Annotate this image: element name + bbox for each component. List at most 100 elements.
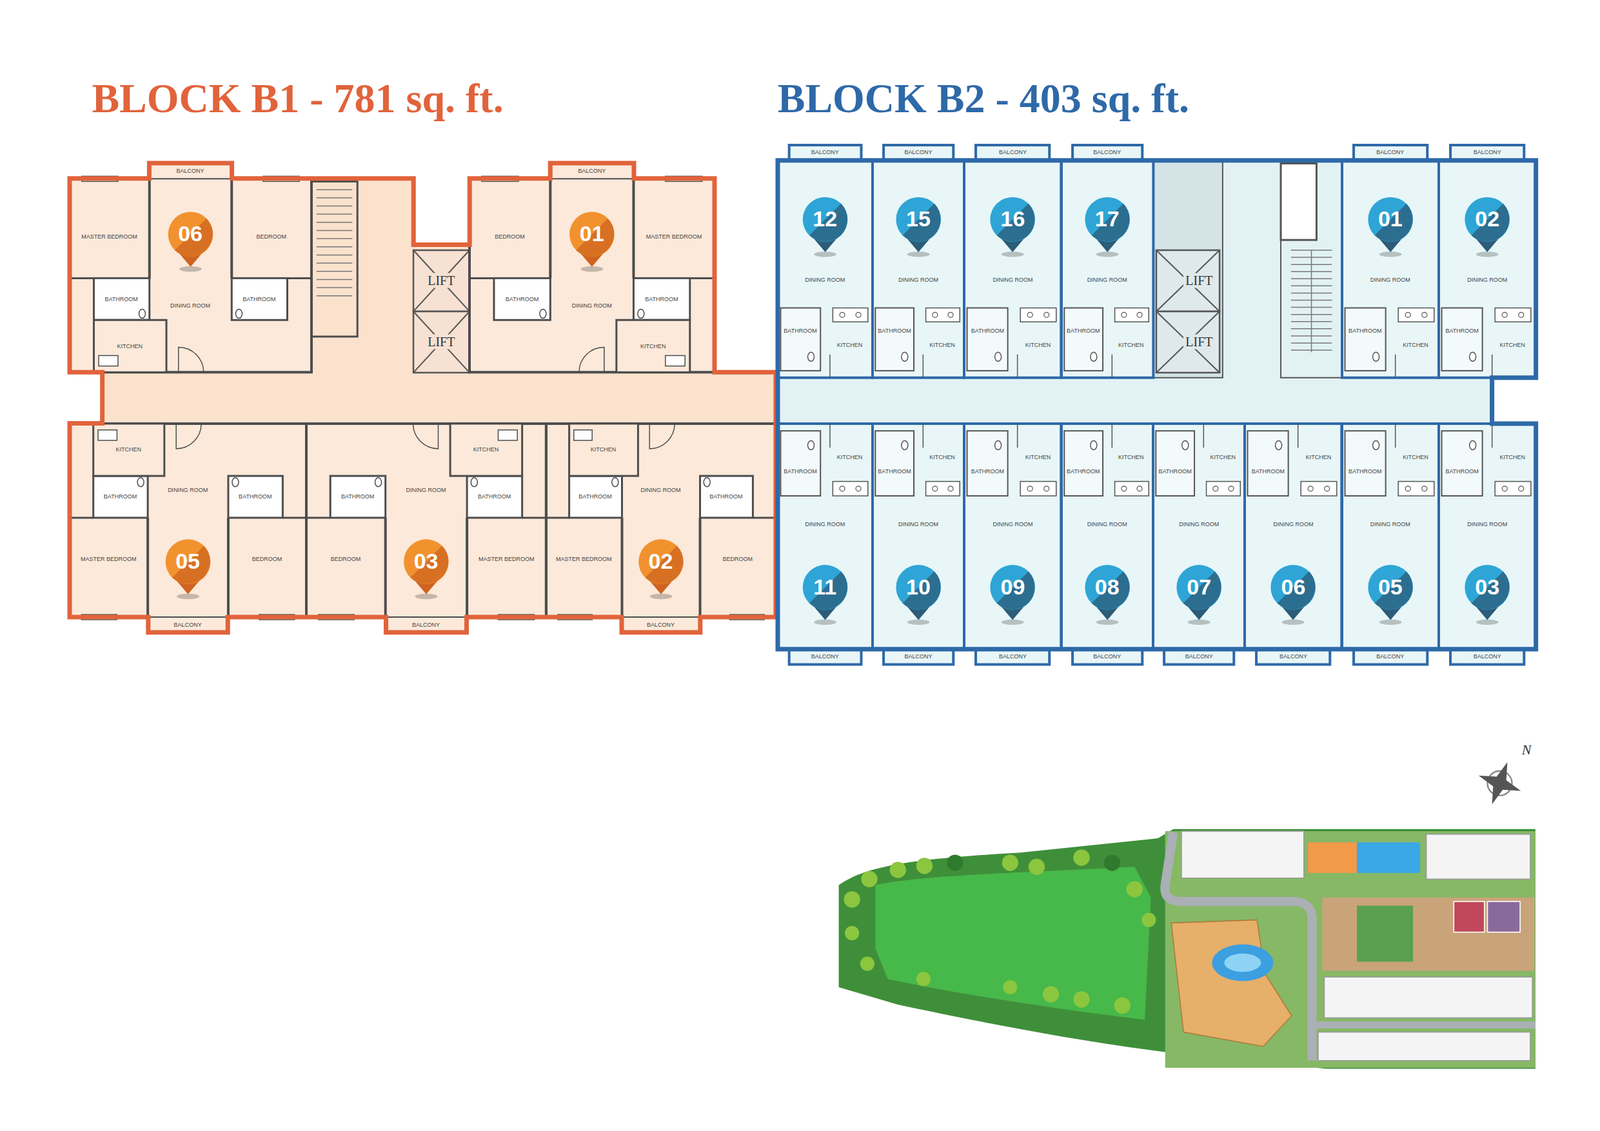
tree: [1002, 980, 1018, 995]
tree: [916, 857, 933, 874]
location-pin: [1271, 564, 1317, 625]
building: [1318, 1032, 1531, 1061]
bathroom-wall: [1247, 430, 1289, 496]
tree: [844, 891, 861, 908]
location-pin: [1367, 564, 1413, 625]
room-label: DINING ROOM: [641, 486, 682, 494]
apartment-unit: 09BALCONYDINING ROOMKITCHENBATHROOM: [964, 423, 1061, 665]
interior-wall: [469, 277, 494, 280]
location-pin: [1464, 196, 1510, 257]
toilet: [374, 477, 382, 487]
road: [1311, 1021, 1535, 1029]
apartment-unit: 03BALCONYDINING ROOMKITCHENBATHROOM: [1438, 423, 1536, 665]
interior-wall: [690, 277, 715, 280]
kitchen-sink: [573, 429, 592, 440]
pin-shade: [1091, 203, 1130, 242]
bathroom-wall: [1155, 430, 1195, 496]
toilet: [470, 477, 478, 487]
stair-tread: [316, 189, 353, 191]
interior-wall: [465, 517, 469, 618]
interior-wall: [632, 178, 635, 278]
stair-tread: [316, 221, 353, 224]
room-label: BATHROOM: [1251, 468, 1285, 475]
pin-head: [638, 539, 684, 585]
room-label: DINING ROOM: [898, 276, 939, 284]
room-label: KITCHEN: [1118, 454, 1145, 461]
interior-wall: [546, 516, 570, 519]
location-pin: [895, 196, 941, 257]
pin-shadow: [1378, 251, 1402, 257]
pin-head: [403, 539, 449, 585]
toilet: [901, 352, 909, 362]
block-b1-marker: [1307, 842, 1357, 873]
unit-outline: [1153, 423, 1245, 665]
toilet: [1089, 440, 1097, 450]
sports-court: [1453, 901, 1484, 932]
pin-shade: [809, 571, 848, 610]
unit-plan: [306, 423, 547, 633]
kitchen-wall: [93, 319, 166, 373]
bathroom-wall: [93, 278, 149, 321]
door-leaf: [1111, 354, 1113, 378]
stair-tread: [316, 205, 353, 208]
room-label: BALCONY: [1093, 148, 1121, 156]
room-label: BATHROOM: [1066, 327, 1100, 335]
apartment-unit-shape: [469, 163, 715, 373]
apartment-unit: 08BALCONYDINING ROOMKITCHENBATHROOM: [1061, 423, 1154, 665]
interior-wall: [69, 277, 95, 280]
floor-block: BLOCK B2 - 403 sq. ft.12BALCONYDINING RO…: [777, 145, 1537, 665]
bathroom-wall: [967, 430, 1008, 496]
pin-shade: [902, 571, 941, 610]
unit-number: 17: [1095, 207, 1120, 233]
room-label: BALCONY: [811, 653, 840, 660]
pin-head: [1464, 564, 1510, 611]
room-label: BATHROOM: [1066, 468, 1100, 475]
kitchen-wall: [450, 423, 523, 476]
stove: [1501, 312, 1508, 318]
block-border: [777, 145, 1537, 665]
unit-number: 03: [414, 548, 439, 574]
unit-plan: [469, 163, 715, 373]
door-leaf: [1017, 423, 1019, 448]
room-label: DINING ROOM: [804, 521, 845, 528]
unit-outline: [306, 423, 547, 633]
door-leaf: [922, 354, 924, 378]
room-label: BALCONY: [174, 621, 202, 629]
tree: [916, 971, 931, 987]
room-label: KITCHEN: [1402, 341, 1429, 349]
kitchen-counter: [1206, 481, 1241, 496]
lift-car: [1156, 311, 1220, 373]
kitchen-sink: [665, 355, 685, 367]
room-label: KITCHEN: [929, 454, 956, 461]
pin-shade: [902, 203, 941, 242]
stove: [1136, 485, 1143, 491]
apartment-unit: 02BALCONYMASTER BEDROOMBEDROOMBATHROOMDI…: [546, 423, 776, 633]
unit-outline: [69, 163, 312, 373]
pool: [1211, 944, 1274, 982]
room-label: KITCHEN: [116, 446, 142, 453]
door-leaf: [1394, 423, 1397, 448]
floor-block: BLOCK B1 - 781 sq. ft.06BALCONYMASTER BE…: [69, 163, 776, 633]
sports-court: [1487, 901, 1521, 932]
toilet: [995, 440, 1002, 450]
unit-plan: [1061, 423, 1154, 665]
road: [1164, 832, 1312, 1061]
unit-number: 12: [812, 207, 838, 233]
apartment-unit: 16BALCONYDINING ROOMKITCHENBATHROOM: [964, 145, 1061, 378]
room-label: BEDROOM: [722, 555, 754, 563]
unit-outline: [964, 423, 1061, 665]
pin-shadow: [176, 593, 200, 599]
bathroom-wall: [466, 475, 523, 518]
bathroom-wall: [633, 278, 690, 321]
pin-shade: [1183, 571, 1222, 610]
pin-shade: [575, 218, 614, 257]
room-label: KITCHEN: [929, 341, 956, 349]
room-label: DINING ROOM: [898, 521, 939, 528]
room-label: KITCHEN: [1305, 454, 1332, 461]
stove: [1120, 485, 1126, 491]
door-swing: [412, 423, 438, 449]
pin-head: [1367, 196, 1413, 242]
lawn-patch: [1356, 905, 1413, 962]
pin-shade: [997, 571, 1036, 610]
